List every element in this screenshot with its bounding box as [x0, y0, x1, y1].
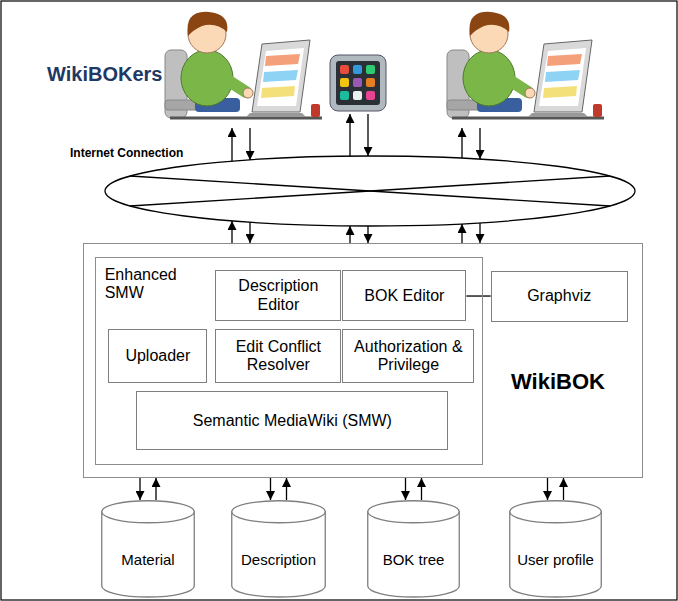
cylinder-outline	[509, 500, 602, 598]
system-boundary: WikiBOK Enhanced SMW Description Editor BOK…	[83, 243, 643, 478]
component-box: Description Editor	[215, 270, 341, 321]
connector	[405, 478, 406, 500]
group-title: WikiBOK	[511, 369, 605, 394]
component-label: BOK Editor	[360, 287, 448, 305]
database-cylinder: User profile	[509, 500, 602, 598]
network-label: Internet Connection	[70, 146, 183, 160]
connector	[421, 478, 422, 500]
user-icon	[447, 12, 604, 118]
group-title: Enhanced SMW	[105, 266, 195, 303]
connector	[286, 478, 287, 500]
phone-icon	[330, 55, 386, 111]
component-label: Material	[121, 529, 174, 568]
component-box: Uploader	[108, 329, 207, 383]
component-label: Edit Conflict Resolver	[216, 338, 340, 375]
connector	[563, 478, 564, 500]
connector	[139, 478, 140, 500]
connector	[466, 295, 490, 296]
database-cylinder: BOK tree	[367, 500, 460, 598]
component-label: Description	[241, 529, 316, 568]
component-label: Description Editor	[216, 277, 340, 314]
component-box: Authorization & Privilege	[342, 329, 474, 383]
network-cloud	[105, 156, 635, 226]
connector	[155, 478, 156, 500]
database-cylinder: Description	[231, 500, 326, 598]
component-box: BOK Editor	[342, 270, 466, 321]
component-label: Graphviz	[523, 287, 595, 305]
connector	[547, 478, 548, 500]
user-group-label: WikiBOKers	[47, 63, 162, 86]
component-label: Semantic MediaWiki (SMW)	[189, 412, 396, 430]
cylinder-outline	[231, 500, 326, 598]
module-group: Enhanced SMW Description Editor BOK Editor…	[95, 257, 483, 465]
component-label: Uploader	[121, 347, 194, 365]
component-box: Edit Conflict Resolver	[215, 329, 341, 383]
component-label: BOK tree	[383, 529, 445, 568]
cylinder-outline	[101, 500, 195, 598]
component-label: User profile	[517, 529, 594, 568]
component-box: Semantic MediaWiki (SMW)	[136, 391, 448, 450]
connector	[270, 478, 271, 500]
database-cylinder: Material	[101, 500, 195, 598]
component-label: Authorization & Privilege	[343, 338, 473, 375]
cylinder-outline	[367, 500, 460, 598]
user-icon	[165, 12, 322, 118]
component-box: Graphviz	[491, 271, 628, 322]
connection-arrow	[232, 114, 480, 243]
